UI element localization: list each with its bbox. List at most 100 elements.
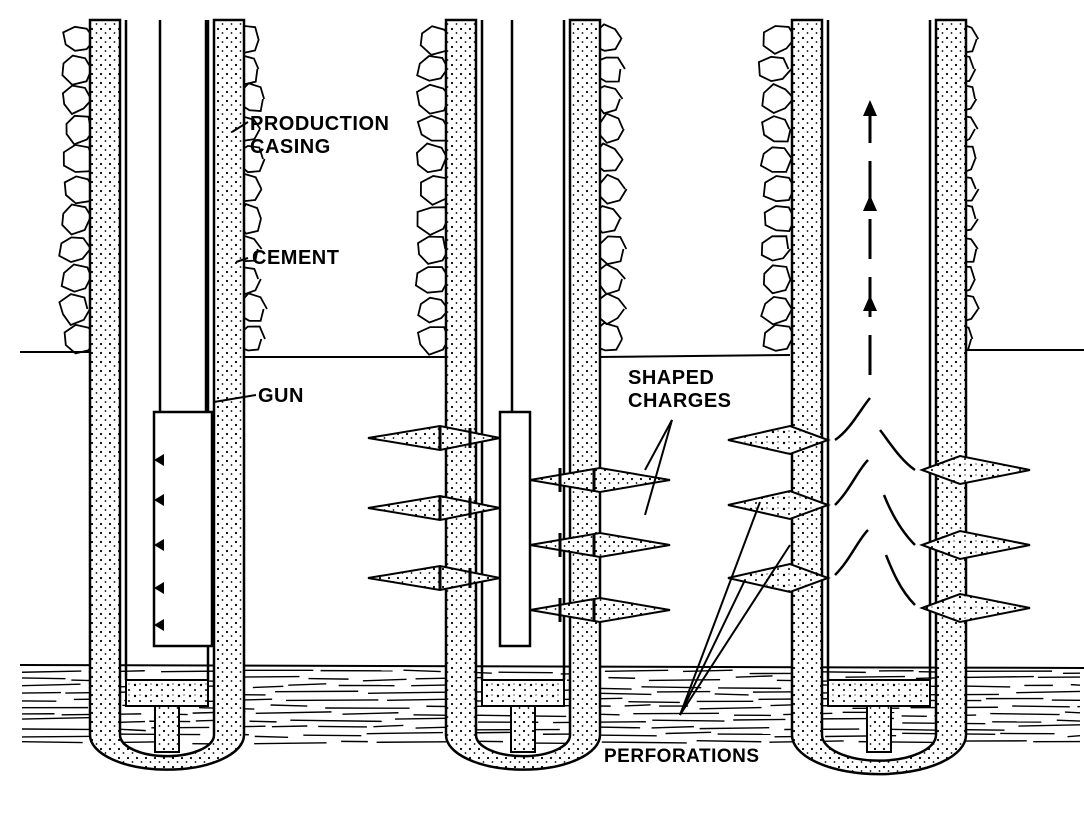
striation bbox=[249, 720, 277, 723]
striation bbox=[648, 678, 721, 682]
arrow-head bbox=[863, 295, 877, 311]
rock-cell bbox=[757, 55, 793, 83]
rock-cell bbox=[761, 83, 796, 115]
cement-sheath bbox=[88, 18, 246, 771]
rock-cell bbox=[762, 25, 797, 55]
cement-plug bbox=[827, 679, 931, 707]
striation bbox=[735, 675, 773, 678]
rock-cell bbox=[762, 323, 797, 352]
label-production-casing-2: CASING bbox=[250, 136, 331, 158]
striation bbox=[342, 712, 399, 715]
cement-plug bbox=[125, 679, 209, 707]
striation bbox=[592, 734, 657, 737]
gun-charge bbox=[154, 454, 164, 466]
striation bbox=[1012, 705, 1070, 708]
rock-cell bbox=[417, 296, 451, 324]
rock-cell bbox=[60, 263, 94, 293]
labels: PRODUCTION CASING CEMENT GUN SHAPED CHAR… bbox=[250, 113, 760, 767]
rock-cell bbox=[596, 235, 628, 266]
well-3 bbox=[790, 18, 968, 776]
upper-rock-texture bbox=[58, 22, 980, 356]
flow-arrow bbox=[879, 429, 916, 472]
striation bbox=[21, 716, 93, 720]
striation bbox=[308, 677, 349, 680]
perforation-tunnel bbox=[919, 454, 1031, 486]
rock-cell bbox=[58, 293, 91, 327]
well-1 bbox=[88, 18, 246, 771]
cement-plug bbox=[481, 679, 565, 707]
rock-cell bbox=[419, 175, 455, 206]
gun-charge bbox=[154, 619, 164, 631]
striation bbox=[665, 731, 712, 735]
striation bbox=[373, 724, 404, 728]
rock-cell bbox=[416, 114, 452, 142]
striation bbox=[990, 712, 1060, 716]
striation bbox=[271, 725, 308, 728]
wells bbox=[88, 18, 968, 776]
striation bbox=[1070, 683, 1081, 686]
striation bbox=[628, 700, 680, 704]
float-shoe bbox=[154, 705, 180, 753]
perforation-tunnel bbox=[919, 529, 1031, 561]
striation bbox=[21, 677, 66, 680]
striation bbox=[288, 683, 327, 686]
leader-lines bbox=[213, 121, 791, 716]
perforation-tunnel bbox=[727, 562, 831, 594]
label-shaped-charges-2: CHARGES bbox=[628, 390, 732, 412]
rock-cell bbox=[598, 112, 625, 144]
rock-cell bbox=[63, 175, 97, 205]
label-shaped-charges-1: SHAPED bbox=[628, 367, 714, 389]
striation bbox=[235, 675, 300, 678]
rock-cell bbox=[759, 146, 793, 173]
striation bbox=[733, 718, 786, 721]
arrow-head bbox=[863, 100, 877, 116]
rock-cell bbox=[760, 235, 792, 262]
striation bbox=[699, 706, 762, 710]
striation bbox=[21, 691, 62, 694]
flow-arrow bbox=[882, 494, 916, 546]
striation bbox=[21, 740, 83, 744]
charge-jet bbox=[529, 596, 671, 624]
rock-cell bbox=[61, 203, 94, 236]
float-shoe bbox=[510, 705, 536, 753]
flow-arrow bbox=[834, 397, 871, 442]
striation bbox=[21, 683, 81, 687]
rock-cell bbox=[762, 264, 792, 295]
perforation-tunnel bbox=[919, 592, 1031, 624]
rock-cell bbox=[61, 54, 93, 86]
cement-sheath bbox=[444, 18, 602, 771]
striation bbox=[1016, 690, 1081, 694]
striation bbox=[1018, 724, 1081, 727]
rock-cell bbox=[761, 115, 792, 143]
striation bbox=[608, 676, 636, 679]
rock-cell bbox=[416, 55, 450, 82]
label-production-casing-1: PRODUCTION bbox=[250, 113, 389, 135]
label-perforations: PERFORATIONS bbox=[604, 746, 760, 767]
striation bbox=[303, 734, 362, 737]
rock-cell bbox=[415, 142, 449, 174]
striation bbox=[318, 725, 367, 728]
formation-boundaries bbox=[19, 349, 1084, 669]
rock-cell bbox=[419, 25, 455, 56]
striation bbox=[498, 671, 553, 674]
striation bbox=[594, 692, 652, 696]
striation bbox=[1056, 719, 1081, 722]
gun-charge bbox=[154, 539, 164, 551]
gun-charge bbox=[154, 582, 164, 594]
well-2 bbox=[444, 18, 602, 771]
striation bbox=[696, 740, 762, 743]
striation bbox=[21, 670, 82, 673]
flow-arrow bbox=[884, 554, 916, 606]
striation bbox=[845, 675, 906, 678]
rock-cell bbox=[63, 323, 98, 355]
striation bbox=[254, 735, 289, 739]
rock-cell bbox=[414, 266, 451, 294]
charge-jet bbox=[367, 424, 501, 452]
rock-cell bbox=[62, 143, 96, 173]
striation bbox=[601, 741, 687, 744]
striation bbox=[290, 719, 382, 723]
arrow-head bbox=[863, 195, 877, 211]
float-shoe bbox=[866, 705, 892, 753]
